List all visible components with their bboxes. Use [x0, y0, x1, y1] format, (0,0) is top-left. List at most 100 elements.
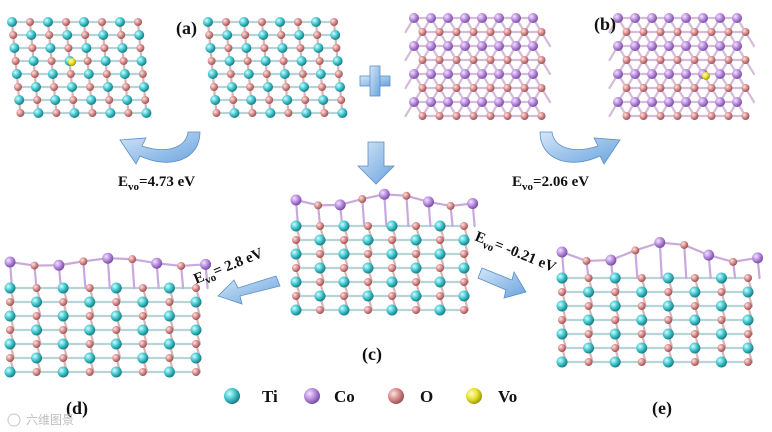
structure-b-pristine	[404, 13, 552, 120]
co-atom	[698, 13, 708, 23]
ti-atom	[263, 82, 273, 92]
o-atom	[639, 56, 648, 64]
o-atom	[212, 109, 221, 117]
ti-atom	[290, 304, 302, 316]
o-atom	[744, 274, 752, 282]
o-atom	[298, 70, 307, 78]
o-atom	[622, 84, 631, 92]
ti-atom	[265, 108, 276, 118]
o-atom	[98, 18, 106, 26]
ti-atom	[190, 352, 202, 364]
o-atom	[117, 31, 126, 39]
ti-atom	[556, 272, 568, 284]
o-atom	[192, 368, 200, 376]
ti-atom	[742, 342, 754, 354]
ti-atom	[136, 56, 147, 66]
ti-atom	[662, 272, 674, 284]
o-atom	[138, 312, 147, 320]
o-atom	[388, 264, 396, 272]
o-atom	[141, 96, 150, 104]
ti-atom	[338, 304, 350, 316]
o-atom	[85, 312, 94, 320]
ti-atom	[222, 30, 233, 40]
ti-atom	[301, 108, 312, 118]
o-atom	[611, 316, 620, 324]
co-atom	[511, 97, 521, 107]
ti-atom	[110, 282, 122, 294]
co-atom	[698, 41, 708, 51]
o-atom	[744, 302, 752, 310]
ti-atom	[57, 338, 69, 350]
ti-atom	[311, 17, 321, 27]
o-atom	[226, 70, 235, 78]
o-atom	[337, 96, 346, 104]
co-atom	[732, 13, 742, 23]
co-atom	[426, 97, 436, 107]
o-atom	[582, 256, 591, 265]
ti-atom	[386, 304, 398, 316]
o-atom	[680, 240, 689, 249]
o-atom	[435, 28, 444, 36]
co-atom	[460, 13, 470, 23]
co-atom	[647, 69, 657, 79]
watermark-logo-icon	[7, 413, 21, 427]
ti-atom	[110, 366, 122, 378]
ti-atom	[103, 82, 113, 92]
ti-atom	[332, 56, 343, 66]
o-atom	[334, 70, 343, 78]
ti-atom	[338, 220, 350, 232]
o-atom	[503, 28, 512, 36]
ti-atom	[277, 43, 288, 53]
structure-c-interface	[290, 188, 479, 316]
ti-atom	[28, 56, 39, 66]
o-atom	[138, 284, 147, 292]
o-atom	[584, 302, 593, 310]
o-atom	[229, 96, 238, 104]
o-atom	[537, 56, 546, 64]
ti-atom	[609, 328, 621, 340]
o-atom	[330, 18, 338, 26]
o-atom	[639, 112, 648, 120]
o-atom	[26, 18, 34, 26]
o-atom	[388, 236, 396, 244]
o-atom	[537, 112, 546, 120]
o-atom	[656, 28, 665, 36]
o-atom	[673, 84, 682, 92]
structure-d-interface-defect	[4, 252, 212, 378]
o-atom	[639, 28, 648, 36]
o-atom	[690, 274, 699, 282]
o-atom	[6, 298, 14, 306]
co-atom	[630, 41, 640, 51]
o-atom	[707, 84, 716, 92]
o-atom	[33, 96, 42, 104]
o-atom	[707, 28, 716, 36]
structure-a-pristine	[203, 17, 348, 118]
ti-atom	[609, 300, 621, 312]
watermark-text: 六维图景	[26, 413, 74, 427]
co-atom	[681, 41, 691, 51]
o-atom	[690, 112, 699, 120]
co-atom	[467, 198, 479, 210]
o-atom	[165, 354, 174, 362]
o-atom	[664, 316, 673, 324]
o-atom	[177, 261, 186, 270]
ti-atom	[190, 296, 202, 308]
ti-atom	[110, 338, 122, 350]
ti-atom	[50, 95, 61, 105]
ti-atom	[313, 43, 324, 53]
co-atom	[715, 69, 725, 79]
co-atom	[494, 41, 504, 51]
o-atom	[248, 109, 257, 117]
o-atom	[460, 278, 468, 286]
co-atom	[647, 97, 657, 107]
o-atom	[690, 28, 699, 36]
ti-atom	[556, 328, 568, 340]
co-atom	[511, 13, 521, 23]
o-atom	[673, 28, 682, 36]
co-atom	[477, 97, 487, 107]
co-atom	[378, 188, 390, 200]
ti-atom	[43, 17, 53, 27]
o-atom	[364, 306, 372, 314]
ti-atom	[163, 310, 175, 322]
